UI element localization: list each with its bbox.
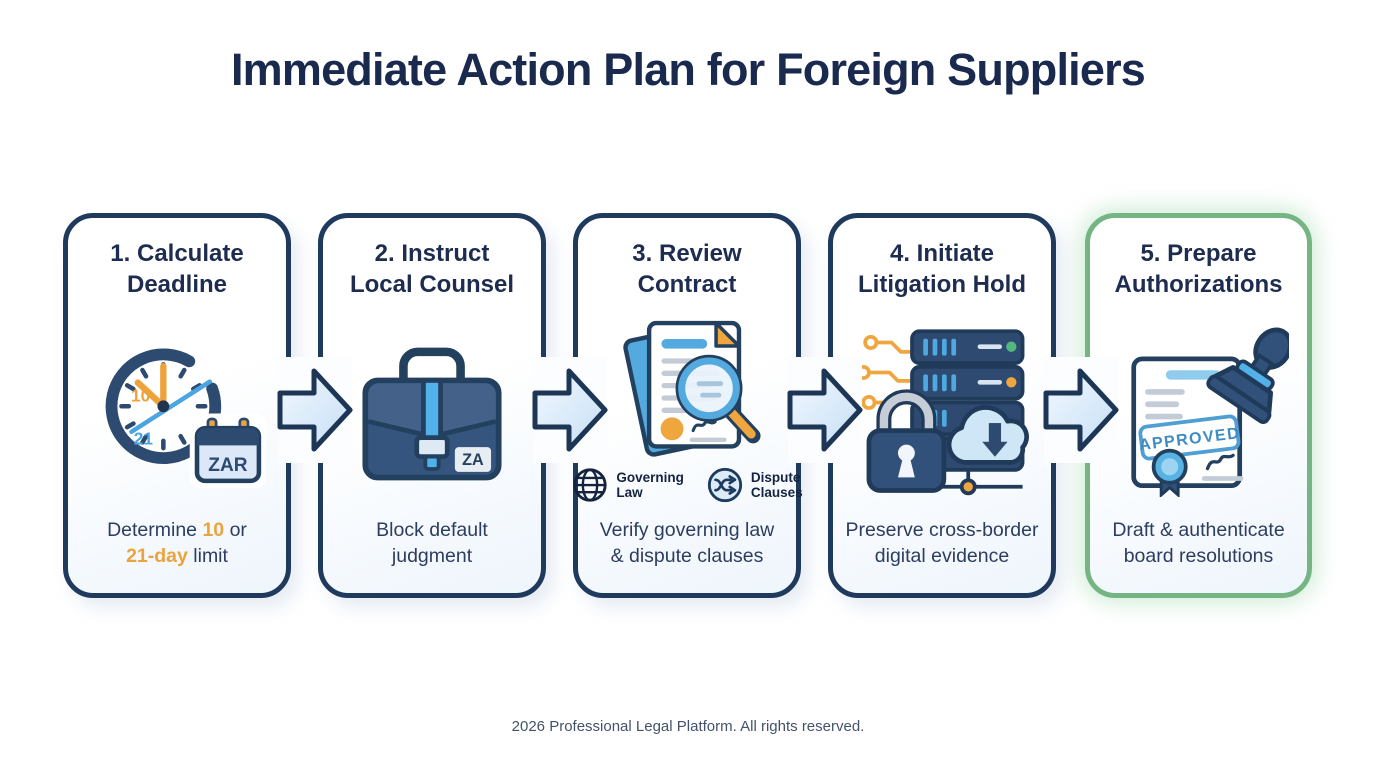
clock-calendar-icon: 10 21 ZAR (105, 348, 267, 489)
flow-arrow-icon (787, 357, 863, 463)
footer-text: 2026 Professional Legal Platform. All ri… (511, 718, 865, 735)
svg-text:21: 21 (134, 429, 154, 449)
contract-magnifier-icon (623, 321, 761, 458)
svg-text:ZAR: ZAR (208, 455, 247, 476)
dispute-arrows-icon (707, 468, 742, 503)
svg-text:ZA: ZA (462, 452, 484, 470)
page-title: Immediate Action Plan for Foreign Suppli… (230, 44, 1146, 95)
step-3-description: Verify governing law& dispute clauses (599, 519, 775, 567)
flow-arrow-icon (277, 357, 353, 463)
globe-icon (573, 468, 607, 502)
flow-arrow-icon (1043, 357, 1119, 463)
stamp-certificate-icon: APPROVED (1130, 327, 1289, 498)
briefcase-icon: ZA (362, 347, 502, 481)
svg-text:10: 10 (131, 386, 150, 406)
server-lock-cloud-icon (855, 329, 1029, 496)
flow-arrow-icon (532, 357, 608, 463)
